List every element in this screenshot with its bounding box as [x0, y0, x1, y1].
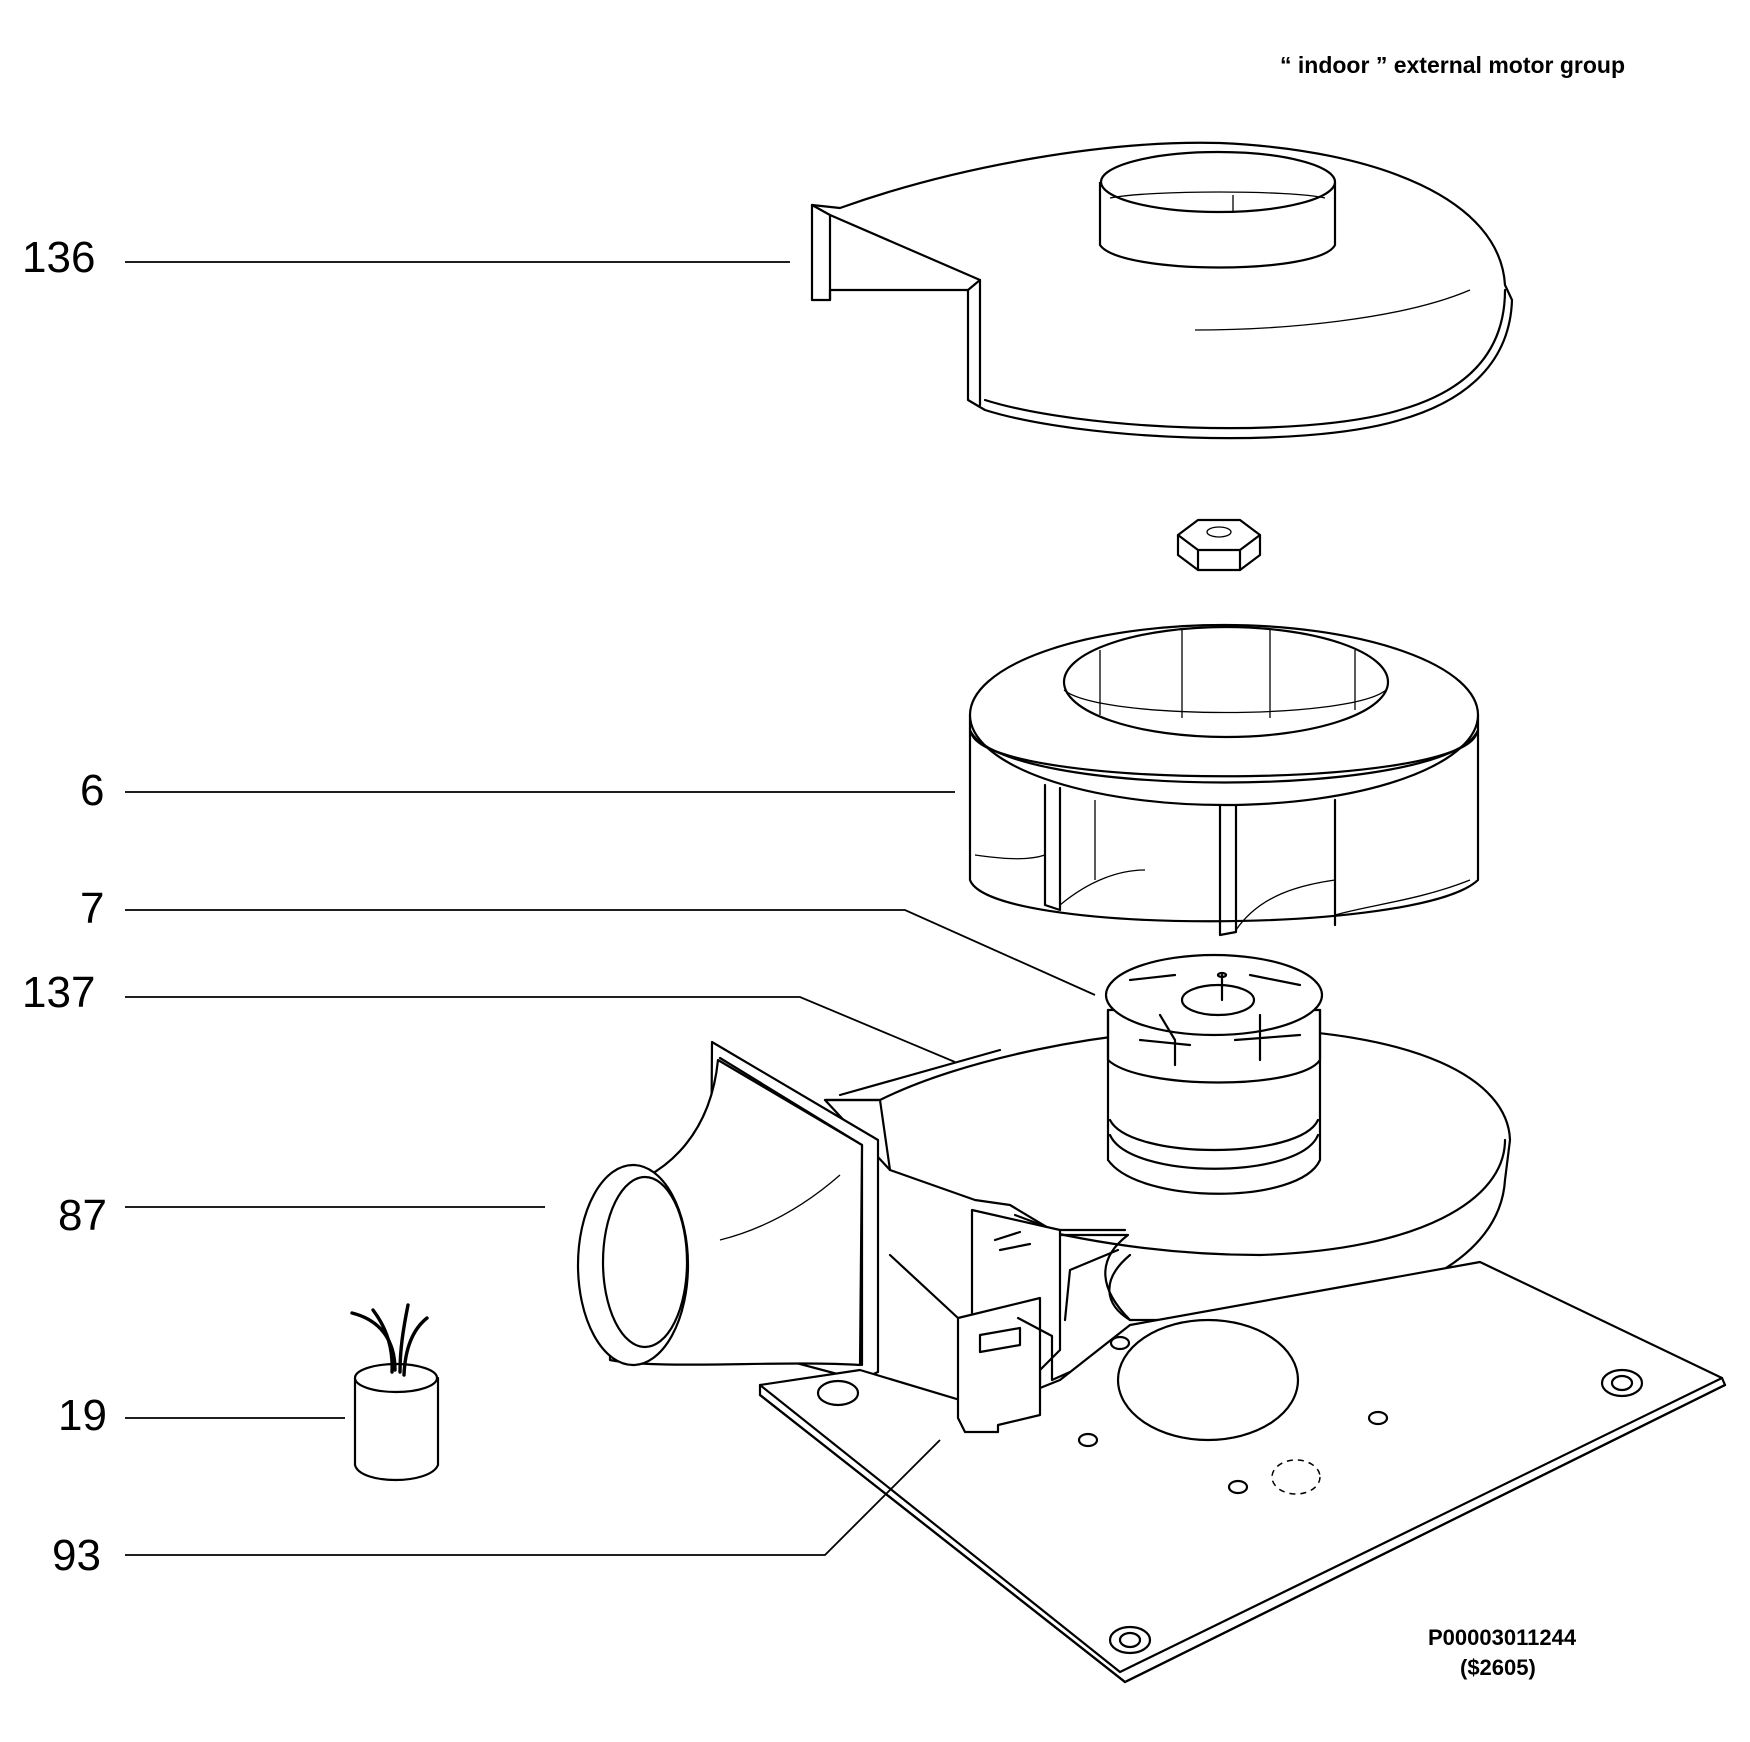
motor-part — [1104, 953, 1324, 1195]
hex-nut-part — [1176, 518, 1262, 572]
leader-93 — [125, 1439, 941, 1556]
leader-7 — [125, 909, 1096, 996]
callout-label-87: 87 — [58, 1191, 107, 1240]
leader-137 — [125, 996, 956, 1063]
callout-label-137: 137 — [22, 968, 96, 1017]
leader-lines — [125, 261, 1096, 1556]
callout-label-93: 93 — [52, 1531, 101, 1580]
callout-label-136: 136 — [22, 233, 96, 282]
upper-housing-part — [810, 141, 1514, 440]
outlet-adapter-part — [576, 1040, 880, 1382]
capacitor-part — [350, 1303, 440, 1481]
drawing-code: P00003011244 — [1428, 1625, 1577, 1650]
base-plate-part — [758, 1260, 1727, 1684]
drawing-subcode: ($2605) — [1460, 1655, 1536, 1680]
fan-wheel-part — [968, 623, 1480, 937]
callout-label-19: 19 — [58, 1391, 107, 1440]
mounting-bracket-part — [888, 1208, 1072, 1434]
callout-label-6: 6 — [80, 766, 105, 815]
diagram-title: “ indoor ” external motor group — [1280, 52, 1626, 78]
callout-label-7: 7 — [80, 884, 105, 933]
